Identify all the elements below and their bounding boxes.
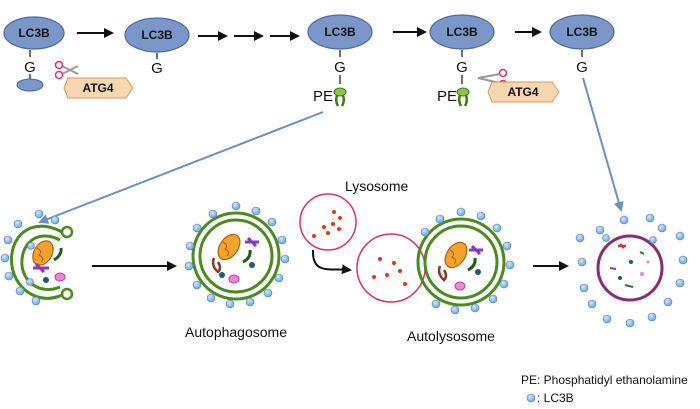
fusion-arrow bbox=[311, 249, 352, 275]
autophagosome bbox=[191, 211, 281, 301]
atg4-label: ATG4 bbox=[82, 81, 113, 95]
lc3b-step-3: LC3B G PE bbox=[307, 14, 373, 107]
lc3b-label: LC3B bbox=[324, 25, 356, 39]
pe-label: PE bbox=[437, 88, 457, 105]
lc3b-step-5: LC3B G bbox=[549, 14, 615, 76]
lc3b-ellipse bbox=[307, 14, 373, 50]
degraded-lysosome bbox=[596, 234, 664, 302]
lc3b-step-2: LC3B G bbox=[124, 17, 190, 77]
lipidation-arrow bbox=[38, 111, 324, 224]
autolysosome bbox=[356, 217, 506, 307]
lc3b-label: LC3B bbox=[446, 25, 478, 39]
glycine-label: G bbox=[334, 59, 346, 76]
pe-lipid-icon bbox=[333, 87, 347, 107]
pe-label: PE bbox=[313, 88, 333, 105]
release-arrow bbox=[582, 77, 624, 212]
lc3b-ellipse bbox=[549, 14, 615, 50]
atg4-label: ATG4 bbox=[507, 85, 538, 99]
scissors-icon bbox=[54, 60, 79, 80]
lc3b-ellipse bbox=[3, 16, 65, 50]
cleaved-tail bbox=[16, 78, 44, 92]
glycine-label: G bbox=[24, 59, 36, 76]
lc3b-dots-released bbox=[575, 213, 688, 328]
lc3b-label: LC3B bbox=[566, 25, 598, 39]
lc3b-dots-phagophore bbox=[0, 209, 60, 306]
lc3b-step-1: LC3B G ATG4 bbox=[3, 16, 134, 99]
glycine-label: G bbox=[576, 59, 588, 76]
legend-dot-icon bbox=[526, 393, 536, 403]
lc3b-ellipse bbox=[124, 17, 190, 53]
lc3b-label: LC3B bbox=[141, 28, 173, 42]
pe-lipid-icon bbox=[456, 87, 470, 107]
legend-lc3b: : LC3B bbox=[537, 391, 574, 405]
glycine-label: G bbox=[151, 60, 163, 77]
lc3b-step-4: LC3B G PE ATG4 bbox=[429, 14, 560, 107]
atg4-tag bbox=[487, 81, 560, 103]
glycine-label: G bbox=[456, 59, 468, 76]
atg4-tag bbox=[63, 77, 134, 99]
lc3b-label: LC3B bbox=[18, 26, 50, 40]
lysosome-label: Lysosome bbox=[345, 178, 409, 194]
autolysosome-label: Autolysosome bbox=[407, 328, 495, 344]
autophagosome-label: Autophagosome bbox=[185, 324, 287, 340]
lc3b-dots-autolysosome bbox=[420, 207, 515, 315]
phagophore bbox=[10, 224, 74, 301]
lc3b-ellipse bbox=[429, 14, 495, 50]
lysosome bbox=[299, 193, 357, 251]
legend-pe: PE: Phosphatidyl ethanolamine bbox=[521, 373, 688, 387]
lc3b-dots-autophagosome bbox=[184, 201, 290, 309]
